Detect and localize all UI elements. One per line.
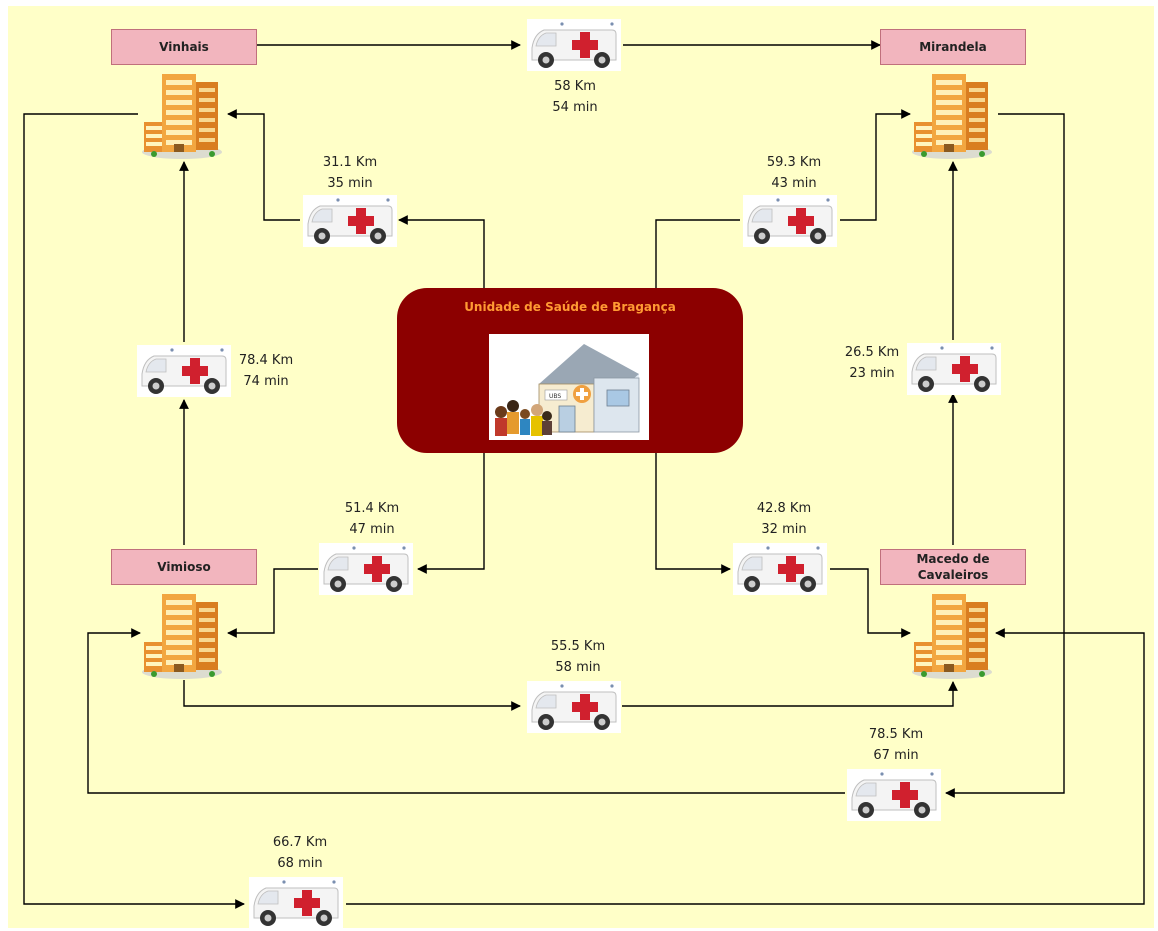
ambulance-icon <box>732 542 828 596</box>
line-ambulance-macedo <box>346 633 1144 904</box>
arrow-center-vimioso <box>418 453 484 569</box>
city-name: Mirandela <box>919 39 987 55</box>
route-time: 54 min <box>548 97 602 118</box>
route-distance: 78.5 Km <box>864 724 928 745</box>
arrow-center-macedo <box>656 453 730 569</box>
route-time: 67 min <box>864 745 928 766</box>
clinic-building-icon: UBS <box>489 334 649 440</box>
hospital-building-icon <box>140 68 224 160</box>
arrow-vinhais-ambulance <box>24 114 244 904</box>
route-label-center-mirandela: 59.3 Km 43 min <box>764 152 824 194</box>
route-distance: 55.5 Km <box>546 636 610 657</box>
health-unit-title: Unidade de Saúde de Bragança <box>397 300 743 314</box>
arrow-center-vinhais <box>399 220 484 288</box>
ambulance-icon <box>742 194 838 248</box>
city-name: Vimioso <box>157 559 210 575</box>
route-distance: 26.5 Km <box>840 342 904 363</box>
city-label-macedo[interactable]: Macedo de Cavaleiros <box>880 549 1026 585</box>
route-distance: 66.7 Km <box>268 832 332 853</box>
city-label-vinhais[interactable]: Vinhais <box>111 29 257 65</box>
route-label-vimioso-vinhais: 78.4 Km 74 min <box>234 350 298 392</box>
health-unit-box[interactable]: Unidade de Saúde de Bragança UBS <box>397 288 743 453</box>
ambulance-icon <box>526 680 622 734</box>
route-distance: 59.3 Km <box>764 152 824 173</box>
route-distance: 58 Km <box>548 76 602 97</box>
ambulance-icon <box>318 542 414 596</box>
clinic-sign: UBS <box>549 393 561 400</box>
route-label-mirandela-vimioso: 78.5 Km 67 min <box>864 724 928 766</box>
route-distance: 78.4 Km <box>234 350 298 371</box>
hospital-building-icon <box>910 588 994 680</box>
route-label-vimioso-macedo: 55.5 Km 58 min <box>546 636 610 678</box>
line-center-vinhais <box>228 114 300 220</box>
route-time: 23 min <box>840 363 904 384</box>
route-label-center-macedo: 42.8 Km 32 min <box>754 498 814 540</box>
route-time: 74 min <box>234 371 298 392</box>
route-distance: 42.8 Km <box>754 498 814 519</box>
arrow-mirandela-ambulance <box>946 114 1064 793</box>
line-center-mirandela <box>656 220 740 288</box>
health-unit-image: UBS <box>489 334 649 440</box>
ambulance-icon <box>136 344 232 398</box>
ambulance-icon <box>526 18 622 72</box>
route-time: 35 min <box>320 173 380 194</box>
route-distance: 31.1 Km <box>320 152 380 173</box>
ambulance-icon <box>302 194 398 248</box>
city-name: Macedo de Cavaleiros <box>898 551 1008 583</box>
route-label-macedo-mirandela: 26.5 Km 23 min <box>840 342 904 384</box>
ambulance-icon <box>846 768 942 822</box>
city-label-mirandela[interactable]: Mirandela <box>880 29 1026 65</box>
route-label-vinhais-macedo: 66.7 Km 68 min <box>268 832 332 874</box>
arrow-vimioso-macedo <box>184 680 520 706</box>
arrow-center-mirandela <box>840 114 910 220</box>
city-name: Vinhais <box>159 39 209 55</box>
ambulance-icon <box>906 342 1002 396</box>
hospital-building-icon <box>910 68 994 160</box>
city-label-vimioso[interactable]: Vimioso <box>111 549 257 585</box>
hospital-building-icon <box>140 588 224 680</box>
route-time: 58 min <box>546 657 610 678</box>
route-time: 68 min <box>268 853 332 874</box>
route-label-vinhais-mirandela: 58 Km 54 min <box>548 76 602 118</box>
route-distance: 51.4 Km <box>342 498 402 519</box>
route-time: 47 min <box>342 519 402 540</box>
route-label-center-vimioso: 51.4 Km 47 min <box>342 498 402 540</box>
line-vimioso-macedo <box>622 682 953 706</box>
ambulance-icon <box>248 876 344 930</box>
route-time: 43 min <box>764 173 824 194</box>
route-label-center-vinhais: 31.1 Km 35 min <box>320 152 380 194</box>
route-time: 32 min <box>754 519 814 540</box>
